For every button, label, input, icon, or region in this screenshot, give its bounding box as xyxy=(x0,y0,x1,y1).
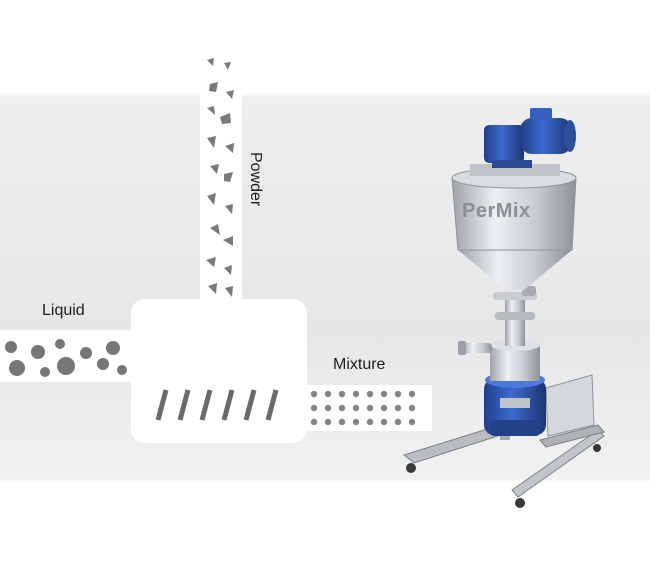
mixture-dots xyxy=(310,390,416,426)
machine-brand-logo: PerMix xyxy=(462,200,531,222)
hopper xyxy=(451,164,577,290)
mixture-label: Mixture xyxy=(333,356,386,373)
liquid-label: Liquid xyxy=(42,302,85,319)
pump-housing xyxy=(458,286,540,381)
powder-label: Powder xyxy=(247,152,264,207)
mixing-blades xyxy=(155,389,279,421)
powder-particles xyxy=(206,58,234,297)
liquid-droplets xyxy=(5,339,127,377)
machine-frame xyxy=(402,374,605,508)
mixer-machine xyxy=(402,108,605,508)
powder-channel xyxy=(200,50,242,305)
lower-motor xyxy=(484,372,546,436)
top-motor xyxy=(484,108,576,168)
mixing-chamber xyxy=(131,299,307,443)
